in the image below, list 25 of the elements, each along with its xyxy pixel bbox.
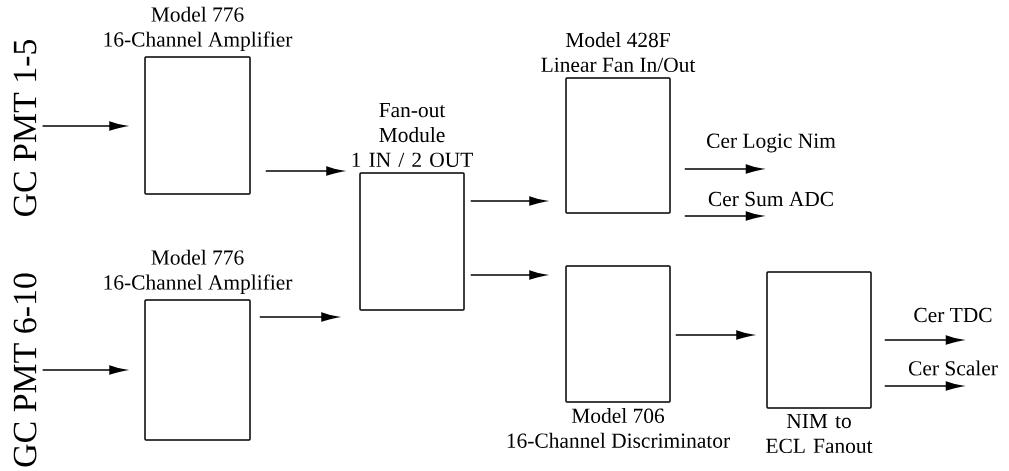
- module-heading: Model 776 16-Channel Amplifier: [104, 249, 293, 295]
- arrow: [259, 312, 338, 322]
- arrow: [470, 270, 546, 280]
- module-box: [766, 271, 872, 409]
- module-heading: Fan-out Module 1 IN / 2 OUT: [352, 103, 473, 168]
- arrow: [265, 166, 343, 176]
- module-heading: Model 706 16-Channel Discriminator: [507, 407, 730, 448]
- module-box: [144, 299, 251, 441]
- module-box: [359, 172, 465, 311]
- input-label: GC PMT 1-5: [13, 39, 37, 216]
- signal-label: Cer TDC: [912, 306, 994, 324]
- arrow: [41, 121, 126, 131]
- arrow: [41, 365, 126, 375]
- module-box: [565, 77, 671, 214]
- signal-label: Cer Scaler: [907, 359, 999, 377]
- signal-label: Cer Logic Nim: [705, 132, 837, 154]
- module-box: [565, 265, 671, 403]
- arrow: [470, 196, 546, 206]
- module-heading: NIM to ECL Fanout: [766, 413, 873, 454]
- signal-label: Cer Sum ADC: [706, 190, 836, 208]
- arrow: [675, 330, 753, 340]
- module-heading: Model 428F Linear Fan In/Out: [541, 32, 696, 73]
- input-label: GC PMT 6-10: [13, 273, 37, 467]
- module-box: [144, 56, 251, 195]
- module-heading: Model 776 16-Channel Amplifier: [104, 6, 293, 52]
